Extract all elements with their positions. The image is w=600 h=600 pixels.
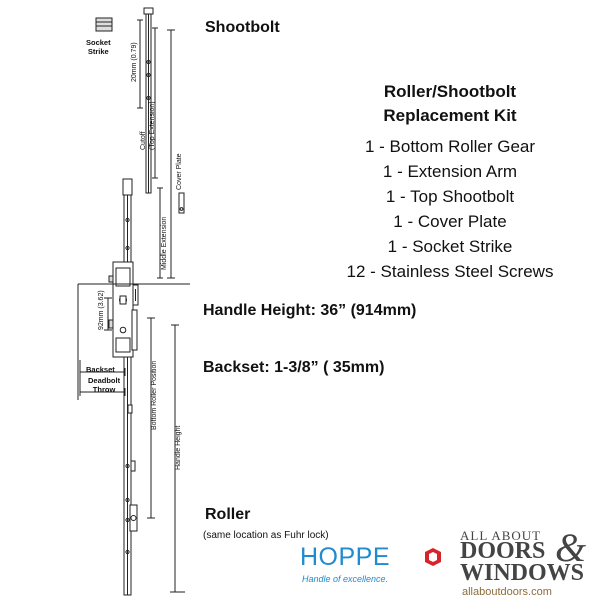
extension-joint — [127, 404, 133, 414]
cover-plate-label: Cover Plate — [176, 153, 183, 190]
kit-item: 1 - Cover Plate — [393, 212, 507, 231]
socket-strike-icon — [95, 17, 113, 32]
roller-gear — [129, 504, 138, 532]
cover-plate — [178, 192, 185, 214]
hoppe-tagline: Handle of excellence. — [302, 574, 389, 584]
roller-mount-upper — [130, 460, 136, 472]
kit-item: 1 - Extension Arm — [382, 162, 518, 181]
backset-value-label: Backset: 1-3/8” ( 35mm) — [203, 359, 385, 376]
backset-label: Backset — [86, 365, 115, 374]
roller-note: (same location as Fuhr lock) — [203, 530, 329, 541]
kit-item: 1 - Bottom Roller Gear — [364, 137, 536, 156]
gearbox — [108, 261, 139, 358]
store-url: allaboutdoors.com — [462, 586, 552, 598]
dim-deadbolt-throw-line — [80, 388, 126, 396]
dim-92mm-label: 92mm (3.62) — [98, 290, 105, 330]
dim-middle-extension-line — [157, 187, 163, 279]
top-shootbolt-bar — [143, 7, 154, 194]
shootbolt-label: Shootbolt — [205, 19, 280, 36]
socket-strike-label: Socket Strike — [86, 38, 111, 56]
bottom-roller-position-label: Bottom Roller Position — [151, 360, 158, 430]
hoppe-hex-icon — [425, 548, 441, 566]
handle-height-label: Handle Height: 36” (914mm) — [203, 302, 417, 319]
store-line2: DOORS — [460, 538, 546, 564]
deadbolt-throw-label: Deadbolt Throw — [88, 376, 121, 394]
roller-label: Roller — [205, 506, 251, 523]
store-line3: WINDOWS — [460, 560, 585, 586]
handle-height-vert-label: Handle Height — [175, 425, 182, 470]
cutoff-label: Cutoff (Top Extension) — [140, 101, 156, 150]
kit-title-line1: Roller/Shootbolt — [383, 82, 517, 101]
kit-item: 12 - Stainless Steel Screws — [346, 262, 554, 281]
kit-item: 1 - Socket Strike — [387, 237, 513, 256]
dim-bottom-roller-position-line — [147, 317, 155, 519]
dim-cover-plate-line — [167, 29, 175, 279]
store-amp: & — [555, 525, 587, 570]
hoppe-logo: HOPPE — [300, 543, 391, 571]
dim-cutoff-line — [152, 27, 158, 179]
kit-item: 1 - Top Shootbolt — [385, 187, 515, 206]
middle-extension-label: Middle Extension — [161, 216, 168, 270]
main-faceplate — [122, 178, 133, 596]
dim-92mm-line — [104, 297, 112, 331]
dim-20mm-line — [137, 19, 143, 109]
dim-backset-line — [79, 360, 126, 396]
dim-20mm-label: 20mm (0.79) — [131, 42, 138, 82]
kit-title-line2: Replacement Kit — [383, 106, 517, 125]
store-line1: ALL ABOUT — [460, 528, 542, 543]
